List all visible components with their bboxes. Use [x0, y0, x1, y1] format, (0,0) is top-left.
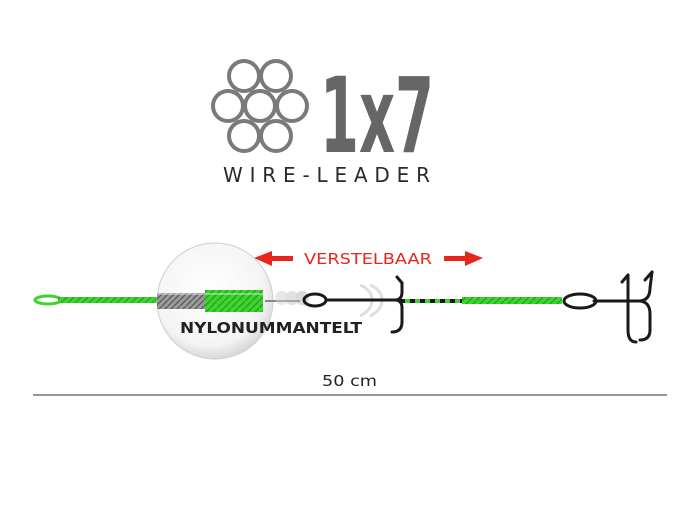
sliding-bead-ghosts: [275, 291, 309, 305]
logo-subtitle: WIRE-LEADER: [223, 163, 433, 187]
leader: NYLONUMMANTELT: [33, 242, 654, 360]
length-indicator: 50 cm: [33, 372, 667, 396]
coating-label: NYLONUMMANTELT: [180, 319, 363, 337]
adjustable-indicator: VERSTELBAAR: [254, 250, 483, 268]
logo: 1x7 WIRE-LEADER: [211, 55, 434, 187]
seven-strand-cable-icon: [211, 59, 309, 153]
right-sleeve: [462, 297, 562, 304]
length-label: 50 cm: [322, 372, 377, 390]
loop-icon: [33, 294, 63, 306]
arrow-right-icon: [444, 251, 483, 266]
end-treble-hook-icon: [592, 270, 654, 344]
arrow-left-icon: [254, 251, 293, 266]
magnifier: NYLONUMMANTELT: [156, 242, 363, 360]
left-sleeve: [58, 297, 170, 303]
adjustable-label: VERSTELBAAR: [304, 250, 432, 268]
logo-title: 1x7: [320, 55, 434, 177]
end-loop: [562, 292, 598, 310]
